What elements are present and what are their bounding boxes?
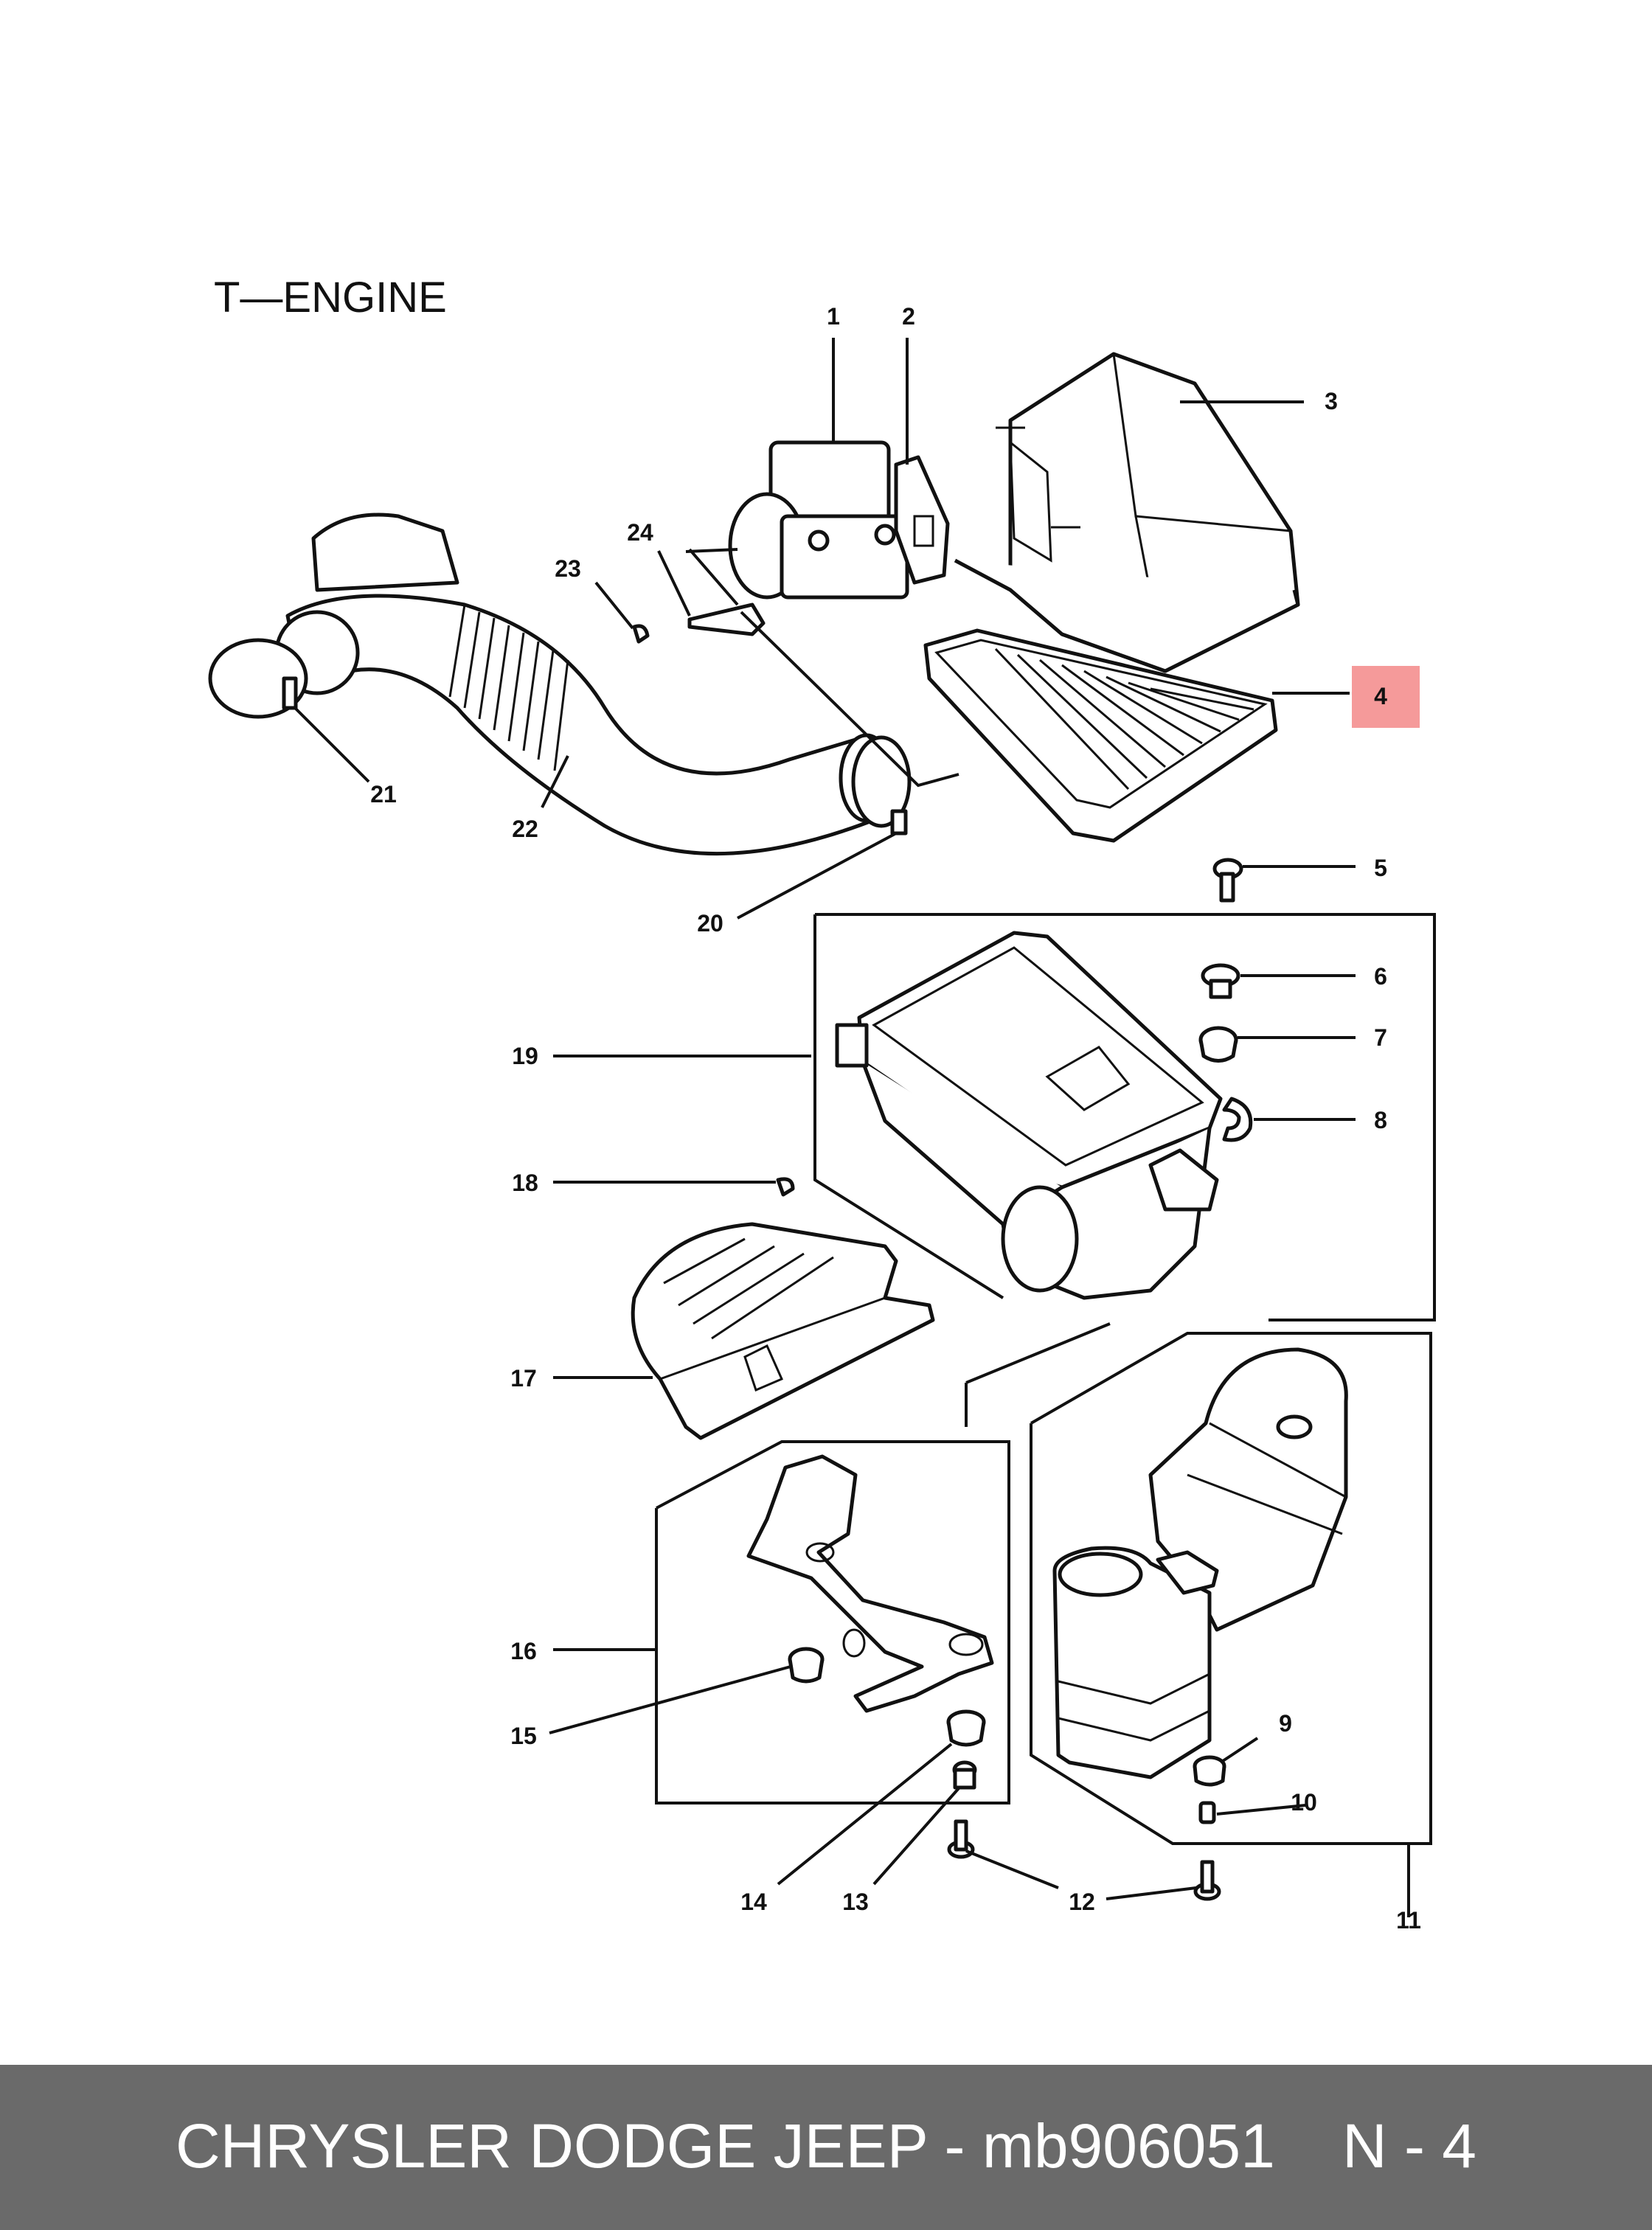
group-box-lower-right xyxy=(1030,1332,1432,1845)
callout-7: 7 xyxy=(1374,1024,1387,1051)
callout-16: 16 xyxy=(510,1638,537,1664)
part-clip-23 xyxy=(632,624,650,644)
callout-8: 8 xyxy=(1374,1107,1387,1133)
part-collar-10 xyxy=(1198,1801,1216,1824)
part-clamp-20 xyxy=(851,735,912,836)
callout-12: 12 xyxy=(1069,1889,1095,1915)
part-bolt-12a xyxy=(947,1819,975,1859)
part-bolt-12b xyxy=(1193,1860,1221,1901)
callout-11: 11 xyxy=(1396,1907,1421,1934)
part-hose-clip-24 xyxy=(687,602,766,636)
part-collar-13 xyxy=(952,1760,977,1790)
part-grommet-14 xyxy=(946,1709,986,1747)
part-clip xyxy=(1222,1097,1253,1142)
callout-labels: 1 2 3 4 5 6 7 8 9 10 11 12 13 14 15 16 1… xyxy=(370,303,1421,1934)
part-collar xyxy=(1201,963,1240,999)
callout-4: 4 xyxy=(1374,683,1387,709)
part-bracket xyxy=(746,1454,994,1713)
callout-23: 23 xyxy=(555,555,581,582)
part-duct-17 xyxy=(631,1222,935,1440)
engine-title: T—ENGINE xyxy=(214,274,447,322)
callout-20: 20 xyxy=(697,910,723,937)
part-resonator xyxy=(1052,1347,1348,1779)
callout-22: 22 xyxy=(512,816,538,842)
highlight-box xyxy=(1352,666,1420,728)
leader-lines xyxy=(294,338,1410,1917)
part-air-cleaner-case xyxy=(835,931,1223,1300)
connector-line xyxy=(965,1322,1111,1384)
callout-6: 6 xyxy=(1374,963,1387,990)
part-clip-18 xyxy=(776,1177,795,1197)
callout-17: 17 xyxy=(510,1365,537,1392)
callout-24: 24 xyxy=(627,519,653,546)
footer-page-ref: N - 4 xyxy=(1342,2111,1477,2181)
callout-9: 9 xyxy=(1279,1710,1292,1737)
callout-19: 19 xyxy=(512,1043,538,1069)
part-grommet-9 xyxy=(1193,1755,1226,1787)
part-clamp-21 xyxy=(208,638,308,719)
callout-10: 10 xyxy=(1291,1789,1317,1816)
footer-bar: CHRYSLER DODGE JEEP - mb906051 N - 4 xyxy=(0,2065,1652,2230)
callout-15: 15 xyxy=(510,1723,537,1749)
part-grommet-7 xyxy=(1198,1026,1238,1063)
callout-18: 18 xyxy=(512,1170,538,1196)
callout-5: 5 xyxy=(1374,855,1387,881)
callout-21: 21 xyxy=(370,781,397,807)
callout-3: 3 xyxy=(1325,388,1338,414)
callout-1: 1 xyxy=(827,303,840,330)
part-grommet-15 xyxy=(788,1647,825,1684)
part-air-filter-element xyxy=(923,628,1278,843)
part-air-flow-sensor xyxy=(728,440,909,600)
footer-brand-part-number: CHRYSLER DODGE JEEP - mb906051 xyxy=(176,2111,1275,2181)
group-box-upper xyxy=(813,913,1436,1321)
callout-2: 2 xyxy=(902,303,915,330)
callout-14: 14 xyxy=(740,1889,767,1915)
exploded-parts-diagram: T—ENGINE xyxy=(208,274,1436,1934)
part-gasket xyxy=(894,455,950,585)
part-bolt-5 xyxy=(1212,858,1243,903)
group-box-lower-left xyxy=(655,1440,1010,1805)
callout-13: 13 xyxy=(842,1889,869,1915)
part-air-cleaner-cover xyxy=(954,352,1300,673)
